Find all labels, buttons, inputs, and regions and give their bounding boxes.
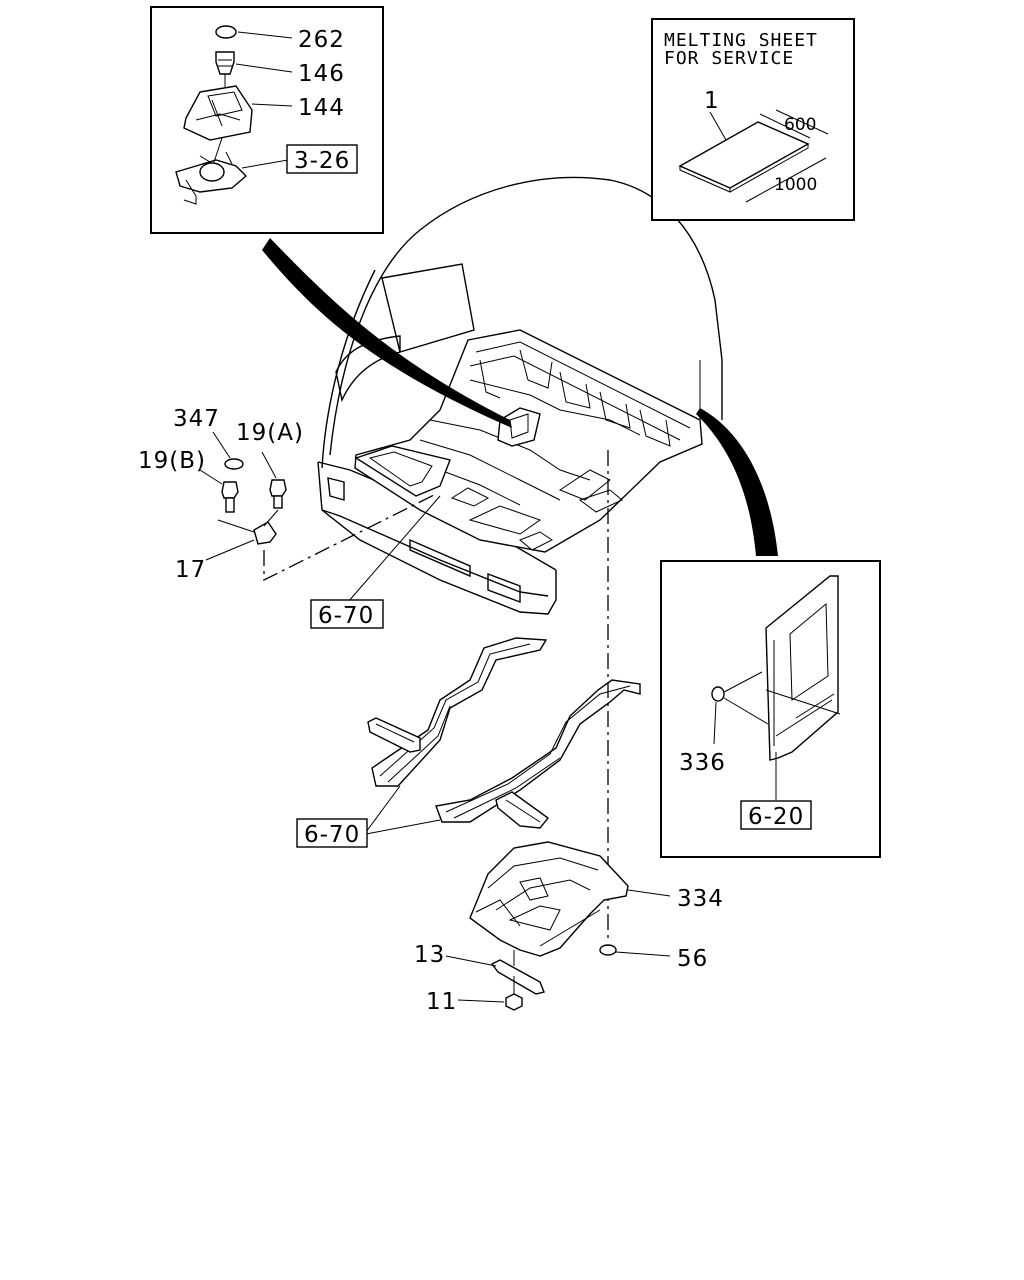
callout-17: 17 <box>175 557 206 583</box>
dim-600: 600 <box>784 115 816 135</box>
ref-box-3-26 <box>286 144 358 174</box>
inset-side-panel: 336 6-20 <box>660 560 881 858</box>
inset-melting-sheet: MELTING SHEET FOR SERVICE 1 600 1000 <box>651 18 855 221</box>
callout-6-70-lower: 6-70 <box>304 822 360 848</box>
callout-13: 13 <box>414 942 445 968</box>
callout-347: 347 <box>173 406 220 432</box>
callout-56: 56 <box>677 946 708 972</box>
callout-3-26: 3-26 <box>294 148 350 174</box>
callout-336: 336 <box>679 750 726 776</box>
callout-1: 1 <box>704 88 720 114</box>
callout-19b: 19(B) <box>138 448 206 474</box>
callout-334: 334 <box>677 886 724 912</box>
frame-rails <box>365 637 641 835</box>
callout-11: 11 <box>426 989 457 1015</box>
cab-body <box>317 176 723 615</box>
note-line-1: MELTING SHEET <box>664 30 818 51</box>
callout-146: 146 <box>298 61 345 87</box>
ref-box-6-70-upper <box>310 599 384 629</box>
leader-arrow-lower <box>696 408 778 556</box>
callout-6-20: 6-20 <box>748 804 804 830</box>
inset-shift-console: 262 146 144 3-26 <box>150 6 384 234</box>
ref-box-6-20 <box>740 800 812 830</box>
leader-6-70-upper <box>347 495 441 603</box>
hardware-left: 347 19(A) 19(B) 17 <box>138 406 437 583</box>
callout-262: 262 <box>298 27 345 53</box>
floor-tunnel: 334 56 13 11 <box>414 841 724 1015</box>
leader-arrow-upper <box>262 238 512 428</box>
callout-6-70-upper: 6-70 <box>318 603 374 629</box>
callout-19a: 19(A) <box>236 420 304 446</box>
callout-144: 144 <box>298 95 345 121</box>
ref-box-6-70-lower <box>296 818 368 848</box>
note-line-2: FOR SERVICE <box>664 48 794 69</box>
dim-1000: 1000 <box>774 175 817 195</box>
